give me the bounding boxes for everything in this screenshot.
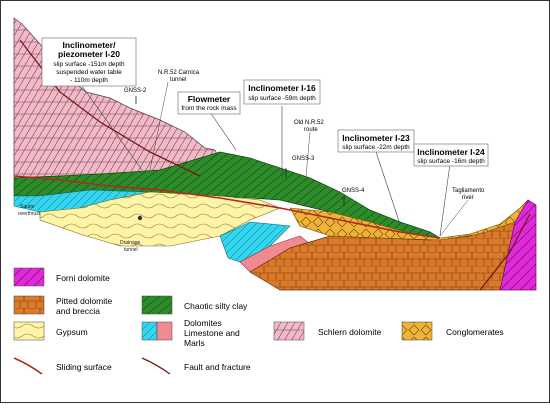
legend-swatch-sliding (13, 357, 43, 375)
leader-flowmeter (209, 111, 237, 151)
callout-flowmeter: Flowmeter from the rock mass (177, 91, 241, 115)
legend-label-pitted-1: Pitted dolomite (56, 296, 112, 306)
legend-swatch-forni (13, 267, 45, 287)
callout-flowmeter-title: Flowmeter (188, 94, 231, 104)
leader-old-nr52 (305, 131, 311, 177)
legend-label-dolomites-1: Dolomites (184, 318, 222, 328)
label-drainage-2: tunnel (124, 247, 138, 253)
fault-line-right (479, 213, 531, 291)
legend-label-forni: Forni dolomite (56, 273, 110, 283)
legend-label-fault: Fault and fracture (184, 362, 251, 372)
legend-label-dolomites-3: Marls (184, 338, 205, 348)
legend-label-conglomerates: Conglomerates (446, 327, 504, 337)
leader-i23 (375, 151, 401, 225)
label-gnss3: GNSS-3 (292, 156, 315, 162)
legend-swatch-clay (141, 295, 173, 315)
legend-swatch-conglomerates (401, 321, 433, 341)
callout-i20: Inclinometer/ piezometer I-20 slip surfa… (41, 37, 137, 87)
label-old-nr52-2: route (304, 127, 318, 133)
callout-i20-desc-2: suspended water table (56, 69, 122, 76)
callout-i24-desc: slip surface -16m depth (417, 158, 485, 165)
label-drainage-1: Drainage (120, 240, 141, 246)
callout-i23: Inclinometer I-23 slip surface -22m dept… (337, 129, 415, 153)
legend-label-gypsum: Gypsum (56, 327, 88, 337)
callout-i23-desc: slip surface -22m depth (342, 144, 410, 151)
label-gnss4: GNSS-4 (342, 188, 365, 194)
legend-label-sliding: Sliding surface (56, 362, 112, 372)
leader-tagliamento (439, 199, 469, 237)
callout-i23-title: Inclinometer I-23 (342, 133, 410, 143)
label-nr52-2: tunnel (170, 77, 186, 83)
legend-swatch-schlern (273, 321, 305, 341)
callout-flowmeter-desc: from the rock mass (181, 105, 237, 112)
legend-swatch-gypsum (13, 321, 45, 341)
legend-swatch-pitted (13, 295, 45, 315)
label-tagliamento-2: river (462, 195, 474, 201)
callout-i20-title-2: piezometer I-20 (58, 49, 120, 59)
callout-i24-title: Inclinometer I-24 (417, 147, 485, 157)
legend-label-clay: Chaotic silty clay (184, 301, 248, 311)
forni-dolomite-unit (499, 199, 537, 291)
gypsum-unit (39, 191, 281, 247)
legend-label-pitted-2: and breccia (56, 306, 100, 316)
label-tagliamento-1: Tagliamento (452, 188, 485, 194)
callout-i24: Inclinometer I-24 slip surface -16m dept… (413, 143, 489, 167)
label-old-nr52-1: Old N.R.52 (294, 120, 324, 126)
legend-swatch-dolomites (141, 321, 173, 341)
leader-i24 (439, 163, 451, 237)
label-sauris-1: Sauris (20, 204, 35, 210)
callout-i16-title: Inclinometer I-16 (248, 83, 316, 93)
callout-i20-desc-3: - 110m depth (70, 77, 108, 84)
drainage-tunnel-marker (137, 215, 143, 221)
legend-label-schlern: Schlern dolomite (318, 327, 382, 337)
label-gnss2: GNSS-2 (124, 88, 147, 94)
legend: Forni dolomite Pitted dolomite and brecc… (13, 267, 504, 375)
callout-i16: Inclinometer I-16 slip surface -59m dept… (243, 79, 321, 105)
leader-nr52 (149, 81, 169, 171)
callout-i20-desc-1: slip surface -151m depth (53, 61, 125, 68)
label-nr52-1: N.R.52 Carnica (158, 70, 200, 76)
sliding-surface-line (13, 175, 441, 239)
leader-i20 (81, 85, 143, 171)
callout-i20-title-1: Inclinometer/ (63, 40, 117, 50)
callout-i16-desc: slip surface -59m depth (248, 95, 316, 102)
legend-label-dolomites-2: Limestone and (184, 328, 240, 338)
label-sauris-2: overthrust (18, 211, 41, 217)
legend-swatch-fault (141, 357, 171, 375)
